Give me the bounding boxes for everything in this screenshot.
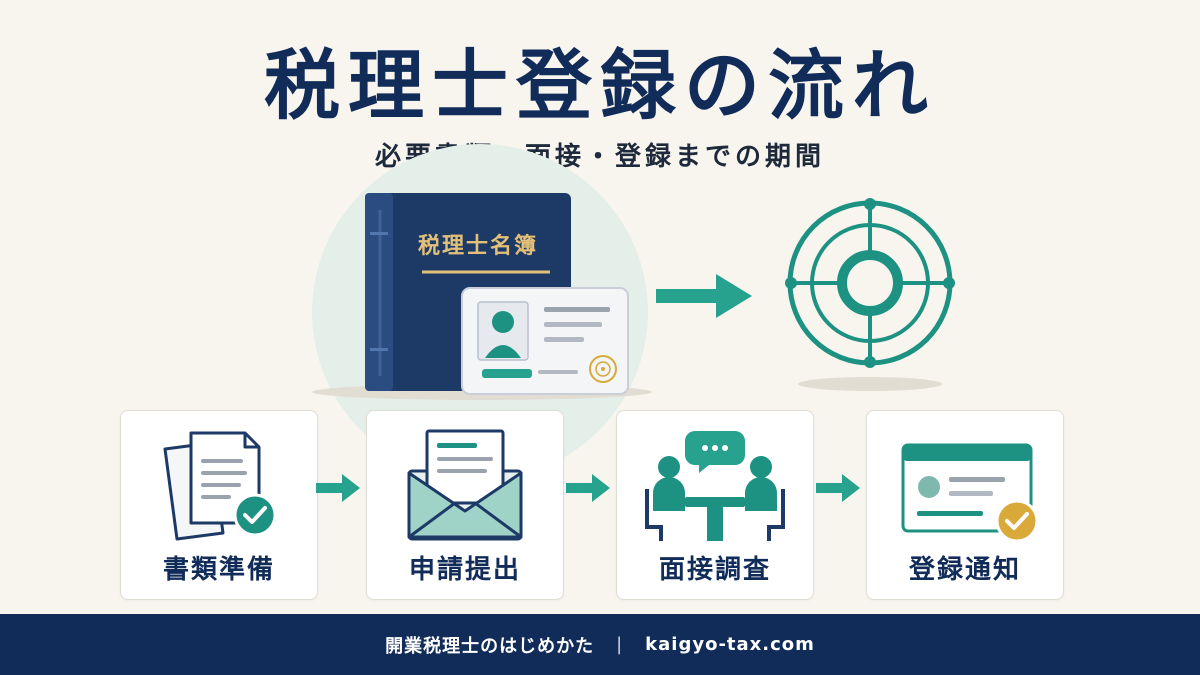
book-title: 税理士名簿 [417, 234, 538, 259]
footer-url[interactable]: kaigyo-tax.com [645, 634, 815, 655]
footer-bar: 開業税理士のはじめかた | kaigyo-tax.com [0, 614, 1200, 675]
envelope-letter-icon [407, 429, 523, 541]
step-arrow-icon [816, 474, 860, 502]
registration-card-check-icon [901, 443, 1039, 543]
id-card-icon [461, 287, 629, 395]
step-label: 書類準備 [162, 555, 275, 585]
footer-separator: | [616, 634, 624, 655]
page-title: 税理士登録の流れ [264, 41, 936, 130]
register-book-icon [365, 193, 571, 391]
documents-check-icon [163, 431, 277, 541]
step-label: 申請提出 [408, 555, 521, 585]
hero-arrow-icon [656, 274, 752, 318]
step-card-interview: 面接調査 [616, 410, 814, 600]
step-card-application-submit: 申請提出 [366, 410, 564, 600]
step-card-registration-notice: 登録通知 [866, 410, 1064, 600]
step-card-document-prep: 書類準備 [120, 410, 318, 600]
step-arrow-icon [566, 474, 610, 502]
interview-meeting-icon [645, 431, 785, 541]
target-icon [785, 198, 955, 391]
book-shadow [312, 384, 652, 400]
footer-site-name: 開業税理士のはじめかた [385, 635, 595, 657]
page-subtitle: 必要書類・面接・登録までの期間 [374, 142, 825, 172]
step-arrow-icon [316, 474, 360, 502]
step-label: 面接調査 [658, 555, 771, 585]
step-label: 登録通知 [908, 555, 1021, 585]
